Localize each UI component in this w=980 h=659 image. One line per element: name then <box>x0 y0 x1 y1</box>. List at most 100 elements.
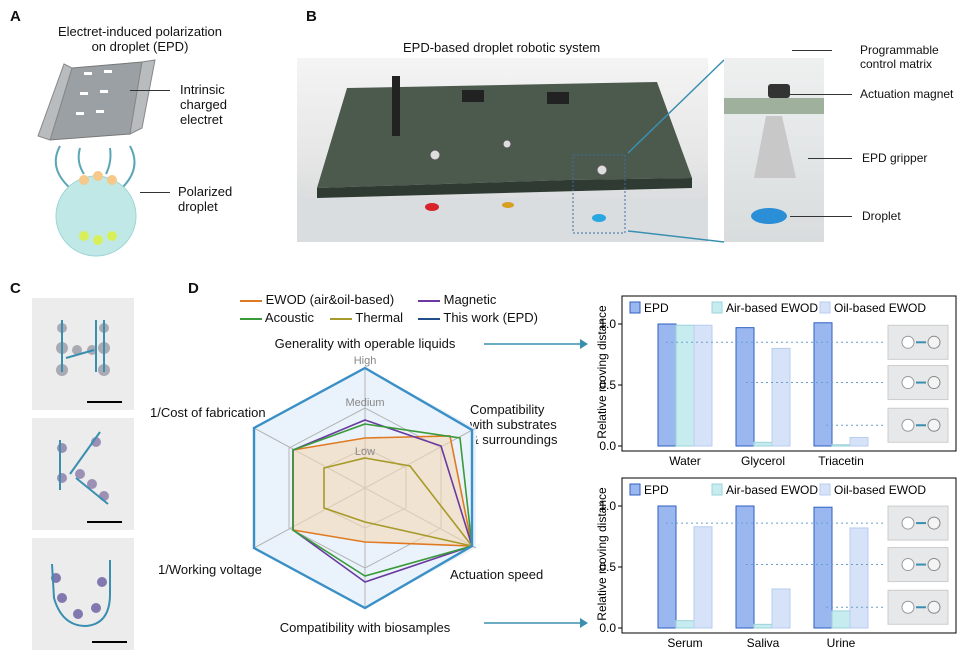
legend-item-epd: This work (EPD) <box>418 310 538 325</box>
red-droplet <box>425 203 439 211</box>
y-tick-label: 1.0 <box>599 317 616 331</box>
gripper-closeup-photo <box>724 58 824 242</box>
panel-d-label: D <box>188 280 199 297</box>
legend-swatch-thermal <box>330 317 352 320</box>
legend-swatch-acoustic <box>240 317 262 320</box>
legend-swatch-0 <box>629 301 641 314</box>
control-board <box>317 82 692 188</box>
axis-label-actuation-speed: Actuation speed <box>450 567 544 582</box>
x-tick-label: Glycerol <box>741 454 785 468</box>
legend-swatch-ewod <box>240 299 262 302</box>
panel-a-title-line1: Electret-induced polarization <box>57 24 223 39</box>
series-thermal <box>323 457 474 548</box>
axis-label-biosamples: Compatibility with biosamples <box>279 620 451 635</box>
callout-matrix: Programmable control matrix <box>860 43 939 71</box>
y-axis-label: Relative moving distance <box>596 305 609 439</box>
legend-label-acoustic: Acoustic <box>264 310 315 325</box>
y-tick-label: 0.5 <box>599 378 616 392</box>
axis-label-generality: Generality with operable liquids <box>274 336 456 351</box>
legend-label-magnetic: Magnetic <box>443 292 497 307</box>
electret-droplet-illustration <box>37 59 156 257</box>
legend-label-1: Air-based EWOD <box>726 483 818 497</box>
bar-glycerol-0 <box>735 327 755 447</box>
legend-swatch-1 <box>711 483 723 496</box>
legend-label-epd: This work (EPD) <box>443 310 539 325</box>
level-low: Low <box>355 446 375 458</box>
droplet-icon <box>927 516 941 530</box>
panel-a-label: A <box>10 8 21 25</box>
droplet-icon <box>901 376 915 390</box>
x-tick-label: Triacetin <box>818 454 864 468</box>
droplet-icon <box>927 600 941 614</box>
legend-label-0: EPD <box>644 301 669 315</box>
gripper <box>754 116 796 178</box>
plot-frame <box>621 295 957 452</box>
callout-droplet-a-line1: Polarized <box>178 184 233 199</box>
axis-label-compat-line1: Compatibility <box>470 402 545 417</box>
callout-electret-line3: electret <box>180 112 223 127</box>
trajectory-u-photo <box>32 538 134 650</box>
bar-serum-0 <box>657 505 677 629</box>
bar-glycerol-2 <box>771 347 791 447</box>
legend-item-thermal: Thermal <box>330 310 403 325</box>
legend-item-magnetic: Magnetic <box>418 292 496 307</box>
y-tick-label: 0.0 <box>599 439 616 453</box>
series-epd <box>252 366 474 610</box>
droplet-icon <box>901 558 915 572</box>
level-medium: Medium <box>345 397 384 409</box>
callout-line-droplet-b <box>790 216 852 217</box>
robotic-system-photo <box>297 58 708 242</box>
radar-legend: EWOD (air&oil-based) Magnetic Acoustic T… <box>240 290 570 330</box>
connector <box>392 76 400 136</box>
droplet-icon <box>901 418 915 432</box>
callout-line-magnet <box>790 94 852 95</box>
level-high: High <box>354 355 377 367</box>
negative-charges <box>79 231 117 245</box>
series-ewod <box>292 435 473 547</box>
bar-saliva-1 <box>753 623 773 629</box>
callout-electret-line1: Intrinsic <box>180 82 225 97</box>
callout-line-matrix <box>792 50 832 51</box>
panel-c-label: C <box>10 280 21 297</box>
y-tick-label: 0.5 <box>599 560 616 574</box>
zoom-lines <box>627 59 725 243</box>
x-tick-label: Urine <box>827 636 856 650</box>
droplet-icon <box>927 335 941 349</box>
callout-matrix-line2: control matrix <box>860 57 933 71</box>
legend-swatch-epd <box>418 317 440 320</box>
legend-swatch-0 <box>629 483 641 496</box>
axis-label-cost: 1/Cost of fabrication <box>150 405 266 420</box>
legend-swatch-magnetic <box>418 299 440 302</box>
callout-electret-line2: charged <box>180 97 227 112</box>
bar-serum-2 <box>693 526 713 629</box>
bar-glycerol-1 <box>753 441 773 447</box>
bar-water-1 <box>675 324 695 447</box>
legend-item-acoustic: Acoustic <box>240 310 314 325</box>
trajectory-h-photo <box>32 298 134 410</box>
callout-droplet-b: Droplet <box>862 209 901 223</box>
callout-droplet-a-line2: droplet <box>178 199 218 214</box>
y-tick-label: 1.0 <box>599 499 616 513</box>
plot-frame <box>621 477 957 634</box>
callout-electret: Intrinsic charged electret <box>180 82 227 127</box>
droplet-closeup <box>751 208 787 224</box>
bar-triacetin-2 <box>849 436 869 447</box>
droplet-icon <box>901 335 915 349</box>
electret-fold-right <box>129 59 156 135</box>
legend-swatch-2 <box>819 483 831 496</box>
legend-label-0: EPD <box>644 483 669 497</box>
radar-chart: High Medium Low <box>252 355 477 610</box>
droplet-icon <box>927 558 941 572</box>
callout-gripper: EPD gripper <box>862 151 928 165</box>
droplet-icon <box>927 418 941 432</box>
series-acoustic <box>292 423 473 577</box>
droplet-icon <box>927 376 941 390</box>
legend-label-2: Oil-based EWOD <box>834 483 926 497</box>
zoom-box <box>572 154 626 234</box>
bar-urine-1 <box>831 610 851 629</box>
axis-label-compat-line3: & surroundings <box>470 432 558 447</box>
legend-swatch-2 <box>819 301 831 314</box>
